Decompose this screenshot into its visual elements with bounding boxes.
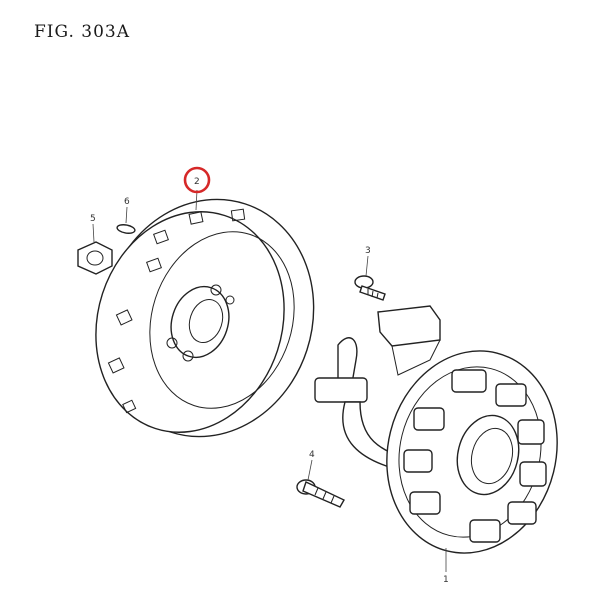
callout-4: 4 (309, 450, 315, 460)
callout-6: 6 (124, 197, 130, 207)
woodruff-key[interactable] (116, 223, 136, 234)
callout-5: 5 (90, 214, 96, 224)
flywheel-rotor[interactable] (68, 172, 344, 465)
pickup-bolt[interactable] (296, 479, 345, 508)
highlight-ring (183, 166, 211, 194)
callout-2: 2 (194, 177, 200, 187)
stator-screw[interactable] (354, 275, 386, 301)
flywheel-nut[interactable] (77, 241, 113, 275)
callout-1: 1 (443, 575, 449, 585)
figure-title: FIG. 303A (34, 22, 131, 42)
callout-3: 3 (365, 246, 371, 256)
wire-harness (314, 305, 441, 521)
stator-coil[interactable] (366, 333, 578, 572)
